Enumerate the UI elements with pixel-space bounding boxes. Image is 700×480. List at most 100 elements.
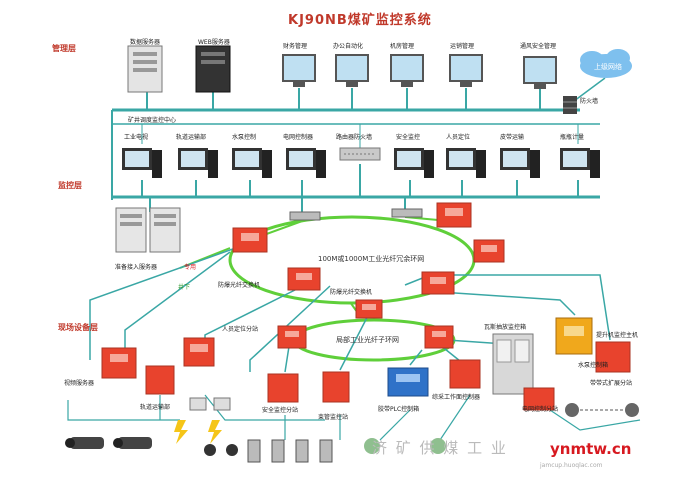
workstation-icon [122, 148, 162, 178]
field-device-label: 综采工作面控制器 [432, 394, 481, 401]
router-icon [339, 147, 381, 161]
server-label: 数据服务器 [130, 39, 161, 46]
firewall-label: 防火墙 [580, 98, 599, 105]
dispatch-center-label: 矿井调度监控中心 [128, 117, 177, 124]
field-box-icon [449, 359, 481, 389]
sub-ring-label: 局部工业光纤子环网 [336, 336, 399, 344]
explosion-proof-switch-icon [436, 202, 472, 228]
brand-text: ynmtw.cn [550, 440, 632, 458]
server-tower-icon [115, 207, 147, 253]
monitor-label: 安全监控 [396, 134, 421, 141]
monitor-icon [282, 54, 316, 87]
workstation-icon [446, 148, 486, 178]
main-ring-label: 100M或1000M工业光纤冗余环网 [318, 255, 425, 263]
client-label: 通风安全管理 [520, 43, 557, 50]
monitor-icon [523, 56, 557, 89]
client-label: 机房管理 [390, 43, 415, 50]
switch-label: 防爆光纤交换机 [218, 282, 261, 289]
monitor-icon [335, 54, 369, 87]
client-label: 运销管理 [450, 43, 475, 50]
field-device-label: 轨道运输部 [140, 404, 171, 411]
sensor-icon [226, 444, 238, 456]
switch-label: 防爆光纤交换机 [330, 289, 373, 296]
sensor-icon [247, 439, 261, 463]
client-label: 财务管理 [283, 43, 308, 50]
misc-label: 专用 [184, 264, 197, 271]
cloud-label: 上级网络 [594, 63, 622, 71]
monitor-label: 轨道运输部 [176, 134, 207, 141]
monitor-label: 人员定位 [446, 134, 471, 141]
workstation-icon [286, 148, 326, 178]
sensor-icon [295, 439, 309, 463]
camera-icon [65, 437, 104, 449]
misc-label: 井下 [178, 284, 191, 291]
lightning-icon [208, 420, 222, 444]
field-device-label: 水泵控制箱 [578, 362, 609, 369]
monitor-label: 工业电视 [124, 134, 149, 141]
explosion-proof-switch-icon [277, 325, 307, 349]
diagram-title: KJ90NB煤矿监控系统 [288, 13, 432, 28]
field-device-label: 提升机监控主机 [596, 332, 639, 339]
lightning-icon [174, 420, 188, 444]
sensor-icon [204, 444, 216, 456]
server-tower-icon [195, 45, 231, 93]
workstation-icon [500, 148, 540, 178]
explosion-proof-switch-icon [424, 325, 454, 349]
field-device-label: 人员定位分站 [222, 326, 259, 333]
control-cabinet-icon [492, 333, 534, 395]
layer-monitoring: 监控层 [58, 181, 82, 190]
field-box-icon [387, 367, 429, 397]
camera-icon [113, 437, 152, 449]
field-device-label: 瓦斯抽放监控箱 [484, 324, 527, 331]
workstation-icon [394, 148, 434, 178]
sensor-icon [364, 438, 380, 454]
firewall-icon [563, 96, 577, 114]
monitor-label: 瓶瓶计量 [560, 134, 585, 141]
brand-subtext: jamcup.huoqlac.com [540, 462, 603, 469]
field-box-icon [322, 371, 350, 403]
server-label: WEB服务器 [198, 39, 230, 46]
server-tower-icon [149, 207, 181, 253]
sensor-icon [319, 439, 333, 463]
workstation-icon [560, 148, 600, 178]
monitor-label: 路由器防火墙 [336, 134, 373, 141]
lamp-icon [565, 403, 579, 417]
field-device-label: 视频服务器 [64, 380, 95, 387]
workstation-icon [232, 148, 272, 178]
field-box-icon [183, 337, 215, 367]
sensor-icon [189, 397, 207, 411]
field-box-icon [145, 365, 175, 395]
server-tower-icon [127, 45, 163, 93]
explosion-proof-switch-icon [421, 271, 455, 295]
field-box-icon [267, 373, 299, 403]
field-box-icon [595, 341, 631, 373]
rack-switch-icon [391, 208, 423, 218]
field-box-icon [523, 387, 555, 411]
field-device-label: 安全监控分站 [262, 407, 299, 414]
layer-field: 现场设备层 [58, 323, 98, 332]
workstation-icon [178, 148, 218, 178]
monitor-label: 皮带运输 [500, 134, 525, 141]
field-device-label: 胶带PLC控制箱 [378, 406, 420, 413]
explosion-proof-switch-icon [355, 299, 383, 319]
monitor-label: 水泵控制 [232, 134, 257, 141]
field-device-label: 带带式扩展分站 [590, 380, 633, 387]
field-box-icon [555, 317, 593, 355]
backup-server-label: 准备接入服务器 [115, 264, 158, 271]
sensor-icon [213, 397, 231, 411]
explosion-proof-switch-icon [473, 239, 505, 263]
field-box-icon [101, 347, 137, 379]
field-device-label: 束管监控站 [318, 414, 349, 421]
sensor-icon [271, 439, 285, 463]
monitor-icon [390, 54, 424, 87]
watermark-text: 济 矿 供 煤 工 业 [372, 439, 508, 457]
monitor-icon [449, 54, 483, 87]
rack-switch-icon [289, 211, 321, 221]
explosion-proof-switch-icon [232, 227, 268, 253]
cloud-icon [580, 49, 632, 78]
layer-management: 管理层 [52, 44, 76, 53]
client-label: 办公自动化 [333, 43, 364, 50]
sensor-icon [430, 438, 446, 454]
